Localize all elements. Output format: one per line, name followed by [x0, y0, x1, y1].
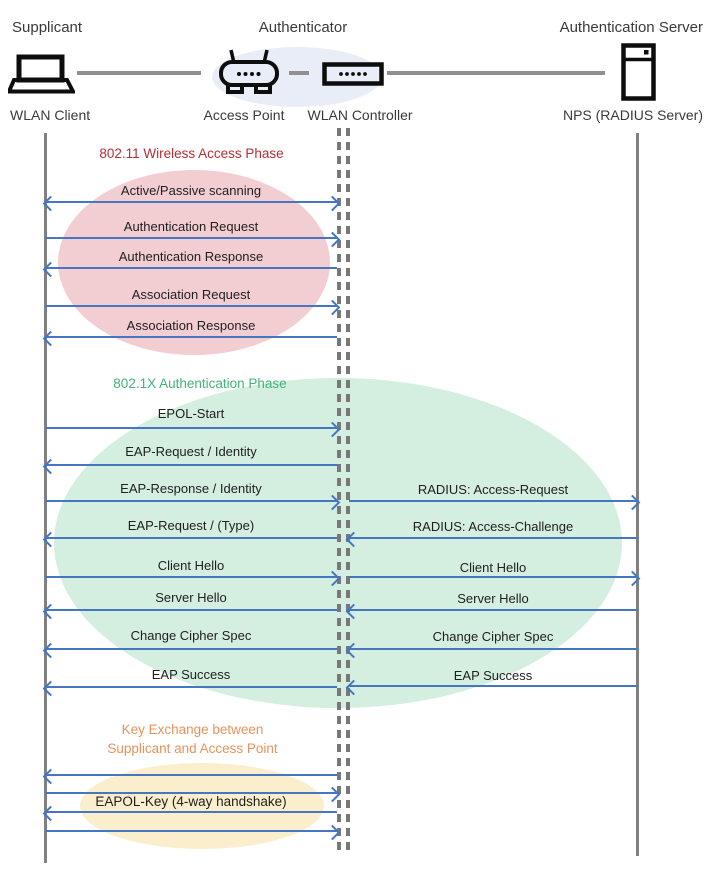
- message-label-active-passive-scanning: Active/Passive scanning: [120, 183, 262, 198]
- lifeline-authentication-server: [636, 133, 639, 856]
- key-exchange-arrow-2: [46, 786, 341, 803]
- key-exchange-arrow-3: [42, 805, 337, 822]
- device-nps-radius-server: NPS (RADIUS Server): [562, 107, 703, 123]
- message-label-authentication-request: Authentication Request: [123, 219, 259, 234]
- wireless-access-phase-ellipse: [58, 170, 330, 355]
- message-arrow-eap-request-type: [42, 531, 337, 548]
- message-arrow-eap-success-right: [345, 679, 637, 696]
- message-arrow-eap-response-identity: [46, 494, 341, 511]
- phase-title-key-exchange-line2: Supplicant and Access Point: [107, 741, 278, 756]
- message-arrow-authentication-request: [46, 231, 341, 248]
- key-exchange-phase-ellipse: [80, 763, 324, 849]
- message-label-change-cipher-spec-left: Change Cipher Spec: [130, 628, 252, 643]
- phase-title-wireless-access: 802.11 Wireless Access Phase: [99, 146, 284, 161]
- message-label-server-hello-left: Server Hello: [155, 590, 227, 605]
- message-label-association-response: Association Response: [126, 318, 256, 333]
- message-arrow-eap-request-identity: [42, 458, 337, 475]
- message-arrow-change-cipher-spec-left: [42, 642, 337, 659]
- phase-title-dot1x-authentication: 802.1X Authentication Phase: [113, 376, 287, 391]
- message-label-radius-access-challenge: RADIUS: Access-Challenge: [412, 519, 574, 534]
- message-label-epol-start: EPOL-Start: [157, 406, 225, 421]
- access-point-icon: [219, 49, 279, 94]
- message-label-client-hello-left: Client Hello: [157, 558, 225, 573]
- message-arrow-client-hello-left: [46, 570, 341, 587]
- message-arrow-active-passive-scanning: [42, 195, 341, 212]
- phase-title-key-exchange-line1: Key Exchange between: [121, 722, 264, 737]
- message-label-association-request: Association Request: [131, 287, 251, 302]
- server-icon: [621, 43, 656, 101]
- device-access-point: Access Point: [203, 107, 285, 123]
- connector-client-ap: [77, 71, 201, 75]
- lifeline-authenticator-dashed-2: [346, 128, 350, 856]
- message-arrow-authentication-response: [42, 261, 337, 278]
- message-label-change-cipher-spec-right: Change Cipher Spec: [432, 629, 554, 644]
- key-exchange-arrow-1: [42, 768, 337, 785]
- wlan-controller-icon: [322, 62, 384, 86]
- device-wlan-client: WLAN Client: [10, 107, 91, 123]
- key-exchange-arrow-4: [46, 824, 341, 841]
- laptop-icon: [8, 54, 75, 94]
- authenticator-highlight-ellipse: [212, 47, 382, 107]
- message-label-client-hello-right: Client Hello: [459, 560, 527, 575]
- message-arrow-association-response: [42, 330, 337, 347]
- message-label-authentication-response: Authentication Response: [118, 249, 264, 264]
- message-arrow-epol-start: [46, 421, 341, 438]
- role-supplicant: Supplicant: [12, 19, 83, 36]
- lifeline-supplicant: [44, 133, 47, 863]
- connector-ap-controller: [289, 71, 309, 75]
- message-arrow-change-cipher-spec-right: [345, 642, 637, 659]
- message-label-radius-access-request: RADIUS: Access-Request: [417, 482, 569, 497]
- message-label-eap-request-identity: EAP-Request / Identity: [125, 444, 257, 459]
- message-label-server-hello-right: Server Hello: [457, 591, 529, 606]
- message-arrow-server-hello-right: [345, 603, 637, 620]
- message-label-eap-success-right: EAP Success: [453, 668, 533, 683]
- role-authenticator: Authenticator: [258, 19, 348, 36]
- message-arrow-client-hello-right: [349, 570, 641, 587]
- message-arrow-association-request: [46, 299, 341, 316]
- device-wlan-controller: WLAN Controller: [307, 107, 413, 123]
- lifeline-authenticator-dashed-1: [337, 128, 341, 856]
- message-label-eap-success-left: EAP Success: [151, 667, 231, 682]
- role-authentication-server: Authentication Server: [559, 19, 703, 36]
- message-arrow-eap-success-left: [42, 680, 337, 697]
- message-label-eapol-key: EAPOL-Key (4-way handshake): [95, 794, 287, 809]
- message-label-eap-response-identity: EAP-Response / Identity: [120, 481, 262, 496]
- connector-controller-server: [387, 71, 605, 75]
- message-arrow-radius-access-request: [349, 494, 641, 511]
- message-arrow-server-hello-left: [42, 603, 337, 620]
- message-label-eap-request-type: EAP-Request / (Type): [127, 518, 255, 533]
- message-arrow-radius-access-challenge: [345, 531, 637, 548]
